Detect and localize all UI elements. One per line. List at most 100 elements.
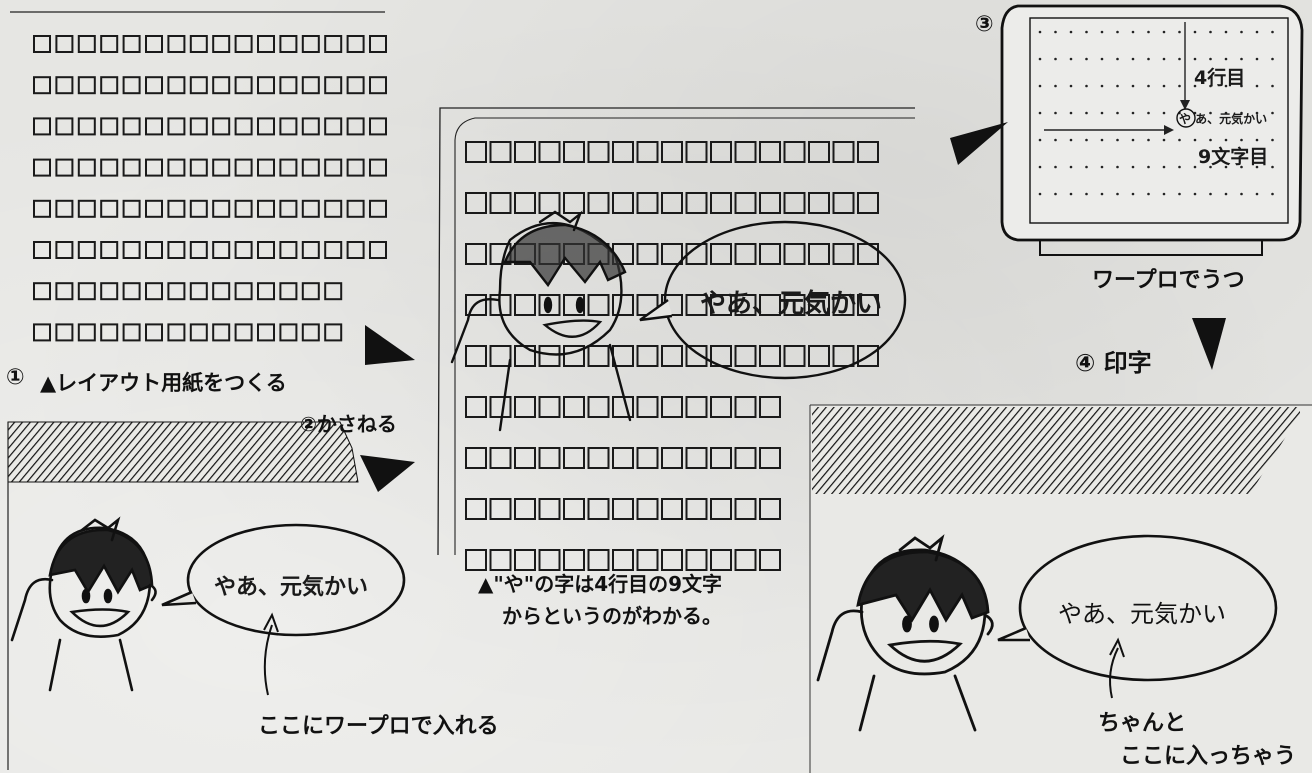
overlay-cell bbox=[636, 498, 659, 520]
layout-cell bbox=[145, 323, 163, 342]
layout-cell bbox=[257, 158, 275, 177]
layout-cell bbox=[234, 199, 253, 218]
overlay-cell bbox=[759, 447, 781, 469]
layout-cell bbox=[324, 117, 343, 136]
layout-cell bbox=[55, 241, 74, 259]
overlay-cell bbox=[514, 447, 536, 469]
step-two-label: ②かさねる bbox=[300, 412, 397, 436]
screen-dot bbox=[1147, 165, 1150, 169]
overlay-cell bbox=[783, 141, 806, 163]
layout-cell bbox=[257, 117, 275, 136]
overlay-cell bbox=[636, 447, 659, 469]
layout-cell bbox=[189, 76, 208, 95]
overlay-cell bbox=[465, 192, 487, 214]
overlay-cell bbox=[465, 396, 487, 418]
screen-dot bbox=[1100, 138, 1104, 142]
arrow-right-1 bbox=[365, 325, 415, 365]
screen-dot bbox=[1038, 57, 1042, 61]
overlay-cell bbox=[563, 345, 585, 367]
overlay-cell bbox=[857, 192, 879, 214]
step-three-caption: ワープロでうつ bbox=[1092, 268, 1245, 293]
screen-typed-text: や あ、元気かい bbox=[1179, 111, 1267, 126]
layout-cell bbox=[55, 282, 74, 301]
screen-dot bbox=[1162, 84, 1166, 88]
layout-cell bbox=[33, 158, 51, 177]
layout-cell bbox=[145, 282, 163, 301]
screen-dot bbox=[1255, 165, 1259, 169]
overlay-cell bbox=[759, 345, 781, 367]
overlay-cell bbox=[710, 192, 732, 214]
layout-cell bbox=[257, 76, 275, 95]
layout-cell bbox=[189, 117, 208, 136]
layout-cell bbox=[145, 158, 163, 177]
overlay-cell bbox=[808, 141, 830, 163]
layout-cell bbox=[100, 35, 119, 53]
overlay-cell bbox=[563, 549, 585, 571]
screen-dot bbox=[1162, 111, 1166, 115]
layout-cell bbox=[77, 35, 96, 53]
overlay-cell bbox=[857, 345, 879, 367]
layout-cell bbox=[122, 323, 141, 342]
layout-cell bbox=[257, 282, 275, 301]
layout-cell bbox=[100, 282, 119, 301]
overlay-cell bbox=[783, 192, 806, 214]
overlay-cell bbox=[857, 141, 879, 163]
screen-dot bbox=[1271, 111, 1274, 115]
overlay-cell bbox=[587, 294, 610, 316]
overlay-cell bbox=[808, 243, 830, 265]
overlay-bubble-text: やあ、元気かい bbox=[700, 288, 882, 319]
overlay-caption-line1: ▲"や"の字は4行目の9文字 bbox=[478, 572, 723, 596]
overlay-cell bbox=[857, 294, 879, 316]
layout-cell bbox=[55, 158, 74, 177]
kid-figure-right bbox=[816, 534, 994, 732]
screen-dot bbox=[1193, 57, 1197, 61]
layout-cell bbox=[212, 117, 231, 136]
overlay-cell bbox=[538, 549, 561, 571]
overlay-cell bbox=[710, 294, 732, 316]
screen-dot bbox=[1054, 57, 1057, 61]
screen-dot bbox=[1085, 84, 1088, 88]
overlay-cell bbox=[710, 396, 732, 418]
overlay-cell bbox=[759, 243, 781, 265]
overlay-cell bbox=[636, 243, 659, 265]
screen-dot bbox=[1116, 84, 1119, 88]
overlay-cell bbox=[685, 447, 708, 469]
layout-cell bbox=[212, 158, 231, 177]
screen-dot bbox=[1147, 84, 1150, 88]
layout-cell bbox=[33, 241, 51, 259]
layout-cell bbox=[33, 323, 51, 342]
screen-dot bbox=[1131, 138, 1135, 142]
arrow-right-3 bbox=[950, 122, 1008, 165]
overlay-cell bbox=[538, 141, 561, 163]
layout-cell bbox=[189, 35, 208, 53]
overlay-caption-line2: からというのがわかる。 bbox=[502, 604, 722, 628]
screen-row-label: 4行目 bbox=[1194, 66, 1245, 89]
overlay-cell bbox=[612, 549, 634, 571]
layout-cell bbox=[301, 35, 320, 53]
layout-cell bbox=[301, 241, 320, 259]
screen-dot bbox=[1178, 165, 1181, 169]
layout-cell bbox=[122, 35, 141, 53]
overlay-cell bbox=[514, 192, 536, 214]
screen-dot bbox=[1085, 165, 1088, 169]
screen-dot bbox=[1069, 30, 1073, 34]
layout-cell bbox=[167, 35, 186, 53]
layout-cell bbox=[122, 117, 141, 136]
layout-cell bbox=[122, 241, 141, 259]
overlay-cell bbox=[808, 294, 830, 316]
layout-cell bbox=[234, 323, 253, 342]
layout-cell bbox=[324, 158, 343, 177]
screen-dot bbox=[1271, 138, 1274, 142]
layout-cell bbox=[301, 323, 320, 342]
screen-dot bbox=[1038, 165, 1042, 169]
screen-dot bbox=[1085, 57, 1088, 61]
screen-dot bbox=[1224, 138, 1228, 142]
screen-dot bbox=[1038, 192, 1042, 196]
screen-dot bbox=[1178, 57, 1181, 61]
screen-dot bbox=[1085, 30, 1088, 34]
overlay-cell bbox=[734, 498, 757, 520]
layout-cell bbox=[212, 323, 231, 342]
overlay-cell bbox=[514, 498, 536, 520]
